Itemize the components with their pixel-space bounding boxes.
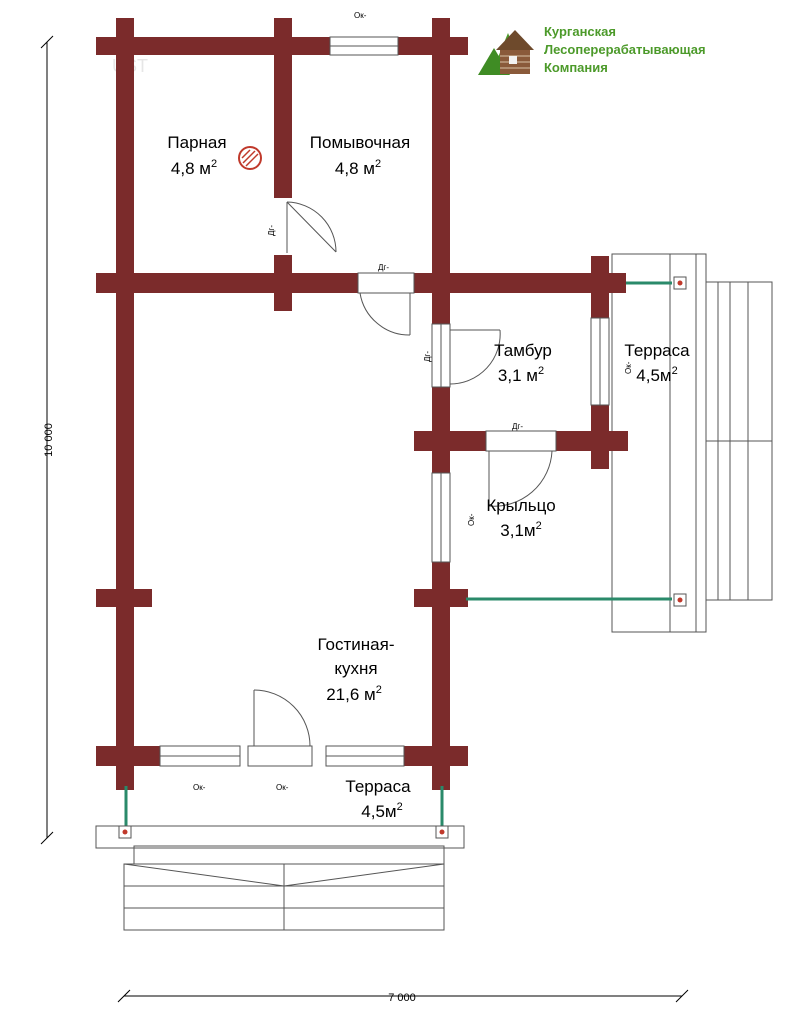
room-tambur-area: 3,1 м2 <box>498 365 544 385</box>
logo-line-1: Курганская <box>544 24 616 39</box>
window-mark-bottom-2: Ок- <box>276 783 289 792</box>
room-gostinaya-name-2: кухня <box>334 659 377 678</box>
room-pomyvochnaya-name: Помывочная <box>310 133 410 152</box>
window-mark-bottom-1: Ок- <box>193 783 206 792</box>
logo-line-3: Компания <box>544 60 608 75</box>
dimension-width-label: 7 000 <box>388 992 416 1004</box>
room-terrasa-bottom-area: 4,5м2 <box>361 801 402 821</box>
log-house-logo-icon <box>478 30 534 75</box>
window-mark-tambur: Ок- <box>624 361 633 374</box>
room-gostinaya-name-1: Гостиная- <box>317 635 394 654</box>
room-kryltso-area: 3,1м2 <box>500 520 541 540</box>
walls <box>96 18 628 790</box>
door-mark-kryltso: Дг- <box>512 422 523 431</box>
doors <box>253 201 557 747</box>
room-parnaya-area: 4,8 м2 <box>171 158 217 178</box>
window-mark-top: Ок- <box>354 11 367 20</box>
windows <box>159 36 610 767</box>
bottom-terrace-deck <box>95 825 465 931</box>
right-terrace-deck <box>611 253 773 633</box>
room-kryltso-name: Крыльцо <box>486 496 555 515</box>
room-pomyvochnaya-area: 4,8 м2 <box>335 158 381 178</box>
glass-railings <box>118 276 687 839</box>
room-tambur-name: Тамбур <box>494 341 552 360</box>
logo-line-2: Лесоперерабатывающая <box>544 42 706 57</box>
stove-icon <box>238 146 262 170</box>
dimension-width: 7 000 <box>117 989 689 1004</box>
dimension-height: 10 000 <box>40 35 55 845</box>
dimension-height-label: 10 000 <box>43 423 55 457</box>
room-gostinaya-area: 21,6 м2 <box>326 684 382 704</box>
room-terrasa-right-area: 4,5м2 <box>636 365 677 385</box>
window-mark-kryltso: Ок- <box>467 513 476 526</box>
room-terrasa-right-name: Терраса <box>624 341 690 360</box>
door-mark-living: Дг- <box>378 263 389 272</box>
door-mark-bath: Дг- <box>267 225 276 236</box>
door-mark-tambur: Дг- <box>423 351 432 362</box>
room-terrasa-bottom-name: Терраса <box>345 777 411 796</box>
room-parnaya-name: Парная <box>167 133 226 152</box>
